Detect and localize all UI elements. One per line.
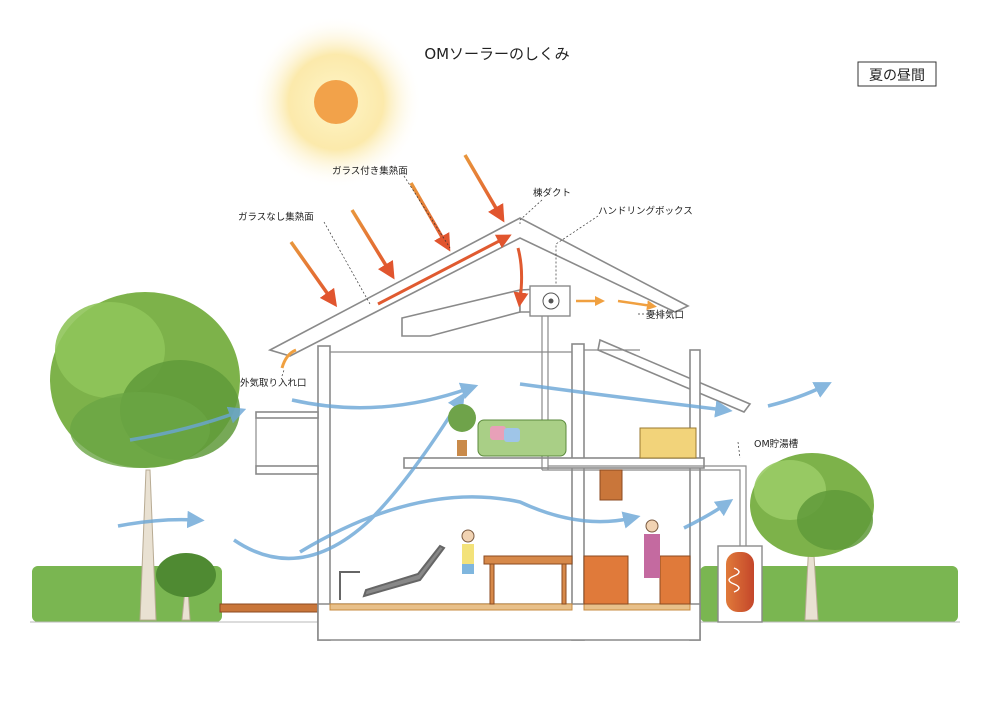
badge-box: 夏の昼間	[857, 61, 937, 87]
heat-arrow	[463, 154, 505, 223]
label-glass-collector: ガラス付き集熱面	[332, 165, 408, 177]
sofa	[477, 419, 567, 457]
label-ridge-duct: 棟ダクト	[533, 187, 571, 199]
label-hot-water-tank: OM貯湯槽	[754, 438, 799, 450]
fan-icon	[542, 292, 560, 310]
heat-arrow	[289, 240, 338, 308]
hot-water-tank	[717, 545, 763, 623]
diagram-title: OMソーラーのしくみ	[424, 45, 569, 63]
heat-arrow	[350, 209, 395, 280]
label-summer-exhaust: 夏排気口	[646, 309, 684, 321]
tree-icon	[50, 292, 240, 621]
person	[461, 529, 475, 574]
lounge-chair	[339, 544, 446, 600]
wooden-deck	[219, 603, 319, 613]
heat-arrow	[409, 182, 451, 252]
badge-label: 夏の昼間	[869, 68, 925, 84]
leader-lines	[281, 175, 741, 459]
house-structure	[255, 217, 752, 641]
plant	[448, 404, 476, 456]
upper-cabinet	[599, 469, 623, 501]
heat-arrows	[289, 154, 505, 308]
bathtub	[639, 427, 697, 459]
exhaust-arrows	[576, 296, 657, 311]
handling-box	[529, 285, 571, 317]
hedge-icon	[32, 566, 958, 622]
collector-airflow	[377, 234, 529, 308]
tree-icon	[750, 453, 874, 621]
dining-table	[483, 555, 573, 605]
kitchen-counter	[583, 555, 629, 605]
air-flow	[117, 382, 832, 561]
cabinet	[659, 555, 691, 605]
tree-icon	[156, 553, 216, 621]
label-air-intake: 外気取り入れ口	[240, 377, 307, 389]
sun-icon	[250, 16, 422, 188]
label-handling-box: ハンドリングボックス	[598, 205, 693, 217]
person	[644, 519, 660, 578]
intake-arrow	[280, 348, 297, 369]
label-no-glass-collector: ガラスなし集熱面	[238, 211, 314, 223]
